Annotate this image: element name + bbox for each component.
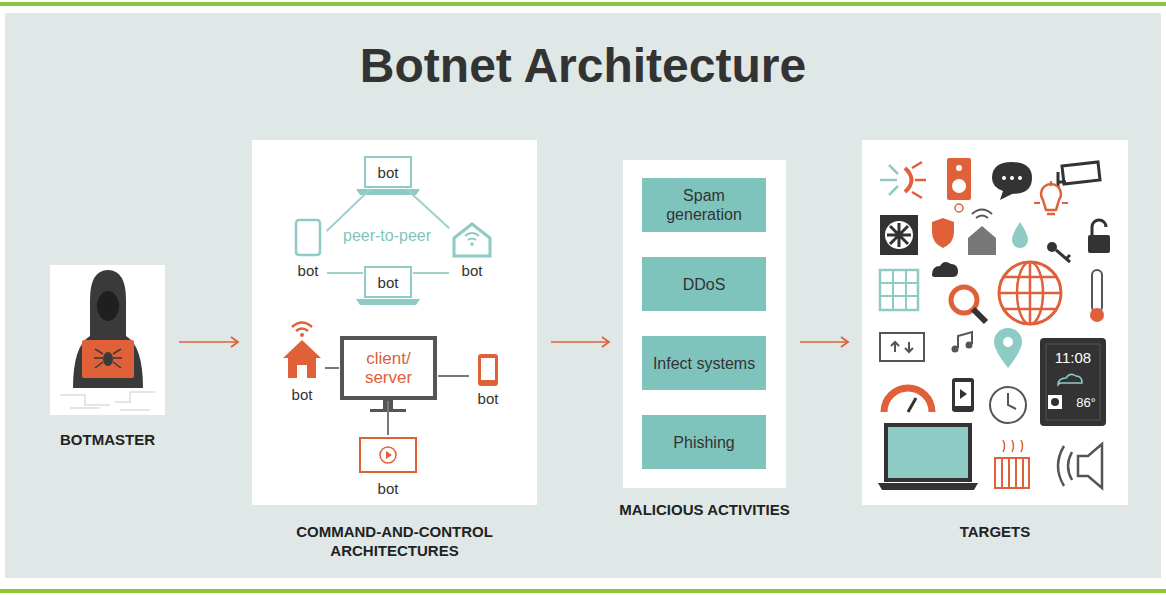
activity-label: Phishing	[673, 433, 734, 452]
clock-reading: 11:08	[1055, 349, 1091, 366]
connector	[406, 189, 449, 228]
bot-label: bot	[450, 262, 494, 280]
connector-line	[406, 189, 449, 228]
activity-label: DDoS	[683, 275, 726, 294]
connector	[551, 337, 609, 347]
panel-heading: BOTMASTER	[40, 430, 175, 449]
connector-line	[438, 375, 469, 377]
panel-box: TARGETS	[862, 140, 1128, 505]
bot-label: bot	[470, 390, 506, 408]
connector	[800, 337, 848, 347]
activity-label: Spam generation	[652, 186, 756, 224]
panel-box: MALICIOUS ACTIVITIESSpam generationDDoSI…	[623, 160, 786, 488]
arrow-head	[231, 337, 238, 347]
server-label: client/ server	[352, 349, 425, 387]
connector-line	[325, 367, 339, 369]
arrow-head	[602, 337, 609, 347]
panel-box: COMMAND-AND-CONTROL ARCHITECTURESbotbotb…	[252, 140, 537, 505]
connector-line	[387, 401, 389, 435]
bot-label: bot	[378, 164, 399, 181]
diagram-title: Botnet Architecture	[0, 38, 1166, 93]
connector	[325, 368, 339, 369]
connector	[327, 189, 371, 231]
connector-line	[413, 272, 449, 274]
connector	[388, 401, 389, 435]
connector-line	[800, 341, 848, 343]
device-bot: bot	[280, 314, 324, 404]
device-bot: bot	[358, 436, 418, 498]
device-bot: bot	[470, 352, 506, 408]
connector-line	[327, 272, 363, 274]
bot-label: bot	[378, 274, 399, 291]
client-server-monitor: client/ server	[340, 336, 437, 400]
activity-box: Infect systems	[642, 336, 766, 390]
laptop-bot: bot	[364, 266, 412, 298]
device-bot: bot	[450, 218, 494, 280]
bot-label: bot	[358, 480, 418, 498]
connector-line	[179, 341, 238, 343]
bot-label: bot	[290, 262, 326, 280]
panel-heading: MALICIOUS ACTIVITIES	[613, 500, 796, 519]
activity-box: Spam generation	[642, 178, 766, 232]
activity-box: Phishing	[642, 415, 766, 469]
panel-heading: TARGETS	[852, 522, 1138, 541]
panel-heading: COMMAND-AND-CONTROL ARCHITECTURES	[242, 522, 547, 560]
activity-label: Infect systems	[653, 354, 755, 373]
connector	[327, 273, 363, 274]
connector	[438, 376, 469, 377]
connector-line	[551, 341, 609, 343]
activity-box: DDoS	[642, 257, 766, 311]
connector	[413, 273, 449, 274]
bot-label: bot	[280, 386, 324, 404]
device-bot: bot	[290, 218, 326, 280]
connector-line	[327, 189, 371, 231]
connector	[179, 337, 238, 347]
arrow-head	[841, 337, 848, 347]
temperature-reading: 86°	[1076, 395, 1096, 410]
laptop-bot: bot	[364, 156, 412, 188]
topology-label: peer-to-peer	[343, 227, 431, 245]
panel-box: BOTMASTER	[50, 265, 165, 415]
